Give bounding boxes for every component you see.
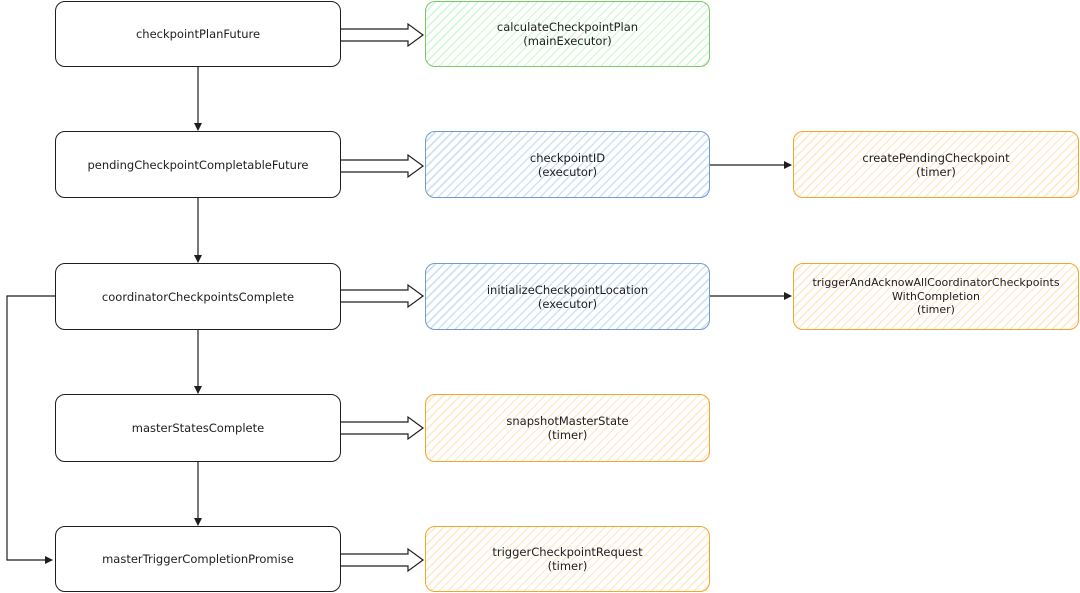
node-sublabel: (executor) (537, 164, 598, 179)
node-coordinator-checkpoints-complete: coordinatorCheckpointsComplete (55, 263, 341, 330)
node-label: checkpointID (529, 150, 606, 165)
node-master-trigger-completion-promise: masterTriggerCompletionPromise (55, 526, 341, 592)
node-label: checkpointPlanFuture (135, 27, 261, 41)
node-calculate-checkpoint-plan: calculateCheckpointPlan (mainExecutor) (425, 1, 710, 67)
hollow-arrow-coordinator (340, 283, 425, 309)
node-label: masterStatesComplete (131, 421, 265, 435)
hollow-arrow-plan (340, 22, 425, 48)
node-sublabel: (executor) (537, 296, 598, 311)
node-label-continued: WithCompletion (892, 289, 980, 303)
node-checkpoint-plan-future: checkpointPlanFuture (55, 1, 341, 67)
node-label: triggerAndAcknowAllCoordinatorCheckpoint… (812, 276, 1060, 290)
node-master-states-complete: masterStatesComplete (55, 394, 341, 462)
node-sublabel: (timer) (547, 428, 588, 442)
hollow-arrow-pending (340, 153, 425, 179)
hollow-arrow-trigger (340, 547, 425, 573)
arrow-coordinator-to-trigger-elbow (6, 295, 55, 564)
node-label: triggerCheckpointRequest (492, 545, 643, 559)
node-label: masterTriggerCompletionPromise (102, 552, 294, 566)
node-sublabel: (timer) (916, 164, 956, 179)
node-label: snapshotMasterState (506, 414, 629, 428)
node-trigger-and-acknow-all: triggerAndAcknowAllCoordinatorCheckpoint… (793, 263, 1079, 330)
hollow-arrow-master-states (340, 415, 425, 441)
node-pending-checkpoint-completable-future: pendingCheckpointCompletableFuture (55, 131, 341, 198)
node-create-pending-checkpoint: createPendingCheckpoint (timer) (793, 131, 1079, 198)
node-sublabel: (timer) (917, 303, 955, 317)
node-label: initializeCheckpointLocation (486, 282, 649, 297)
node-initialize-checkpoint-location: initializeCheckpointLocation (executor) (425, 263, 710, 330)
node-label: coordinatorCheckpointsComplete (101, 289, 295, 304)
node-snapshot-master-state: snapshotMasterState (timer) (425, 394, 710, 462)
node-sublabel: (timer) (547, 559, 588, 573)
node-label: createPendingCheckpoint (862, 150, 1010, 165)
node-label: pendingCheckpointCompletableFuture (87, 157, 309, 172)
node-label: calculateCheckpointPlan (496, 20, 639, 34)
node-checkpoint-id: checkpointID (executor) (425, 131, 710, 198)
node-sublabel: (mainExecutor) (523, 34, 612, 48)
node-trigger-checkpoint-request: triggerCheckpointRequest (timer) (425, 526, 710, 592)
